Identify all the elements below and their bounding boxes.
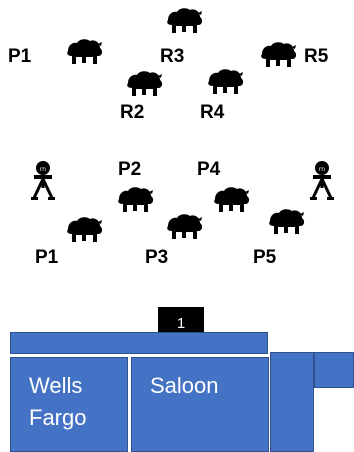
stick-figure-icon (28, 160, 58, 202)
label-r4: R4 (200, 102, 225, 123)
saloon-building: Saloon (131, 357, 269, 452)
label-r2: R2 (120, 102, 145, 123)
buffalo-icon (64, 216, 104, 246)
buffalo-icon (258, 41, 298, 71)
buffalo-icon (115, 186, 155, 216)
label-p5: P5 (253, 247, 277, 268)
label-p1: P1 (35, 247, 59, 268)
buffalo-icon (64, 38, 104, 68)
building-3 (270, 352, 314, 452)
wells-fargo-building: Wells Fargo (10, 357, 128, 452)
saloon-label: Saloon (150, 373, 219, 398)
town-roof (10, 332, 268, 354)
label-p4: P4 (197, 159, 221, 180)
wells-fargo-line-1: Wells (29, 373, 83, 398)
wells-fargo-label: Wells Fargo (29, 370, 86, 434)
label-p2: P2 (118, 159, 142, 180)
building-4-lower (314, 388, 354, 452)
buffalo-icon (211, 186, 251, 216)
buffalo-icon (124, 70, 164, 100)
buffalo-icon (205, 68, 245, 98)
stick-figure-icon (307, 160, 337, 202)
label-p3: P3 (145, 247, 169, 268)
buffalo-icon (164, 213, 204, 243)
wells-fargo-line-2: Fargo (29, 405, 87, 430)
buffalo-icon (164, 7, 204, 37)
label-r3: R3 (160, 46, 185, 67)
label-r5: R5 (304, 46, 329, 67)
label-r1: P1 (8, 46, 32, 67)
buffalo-icon (266, 208, 306, 238)
building-4 (314, 352, 354, 388)
